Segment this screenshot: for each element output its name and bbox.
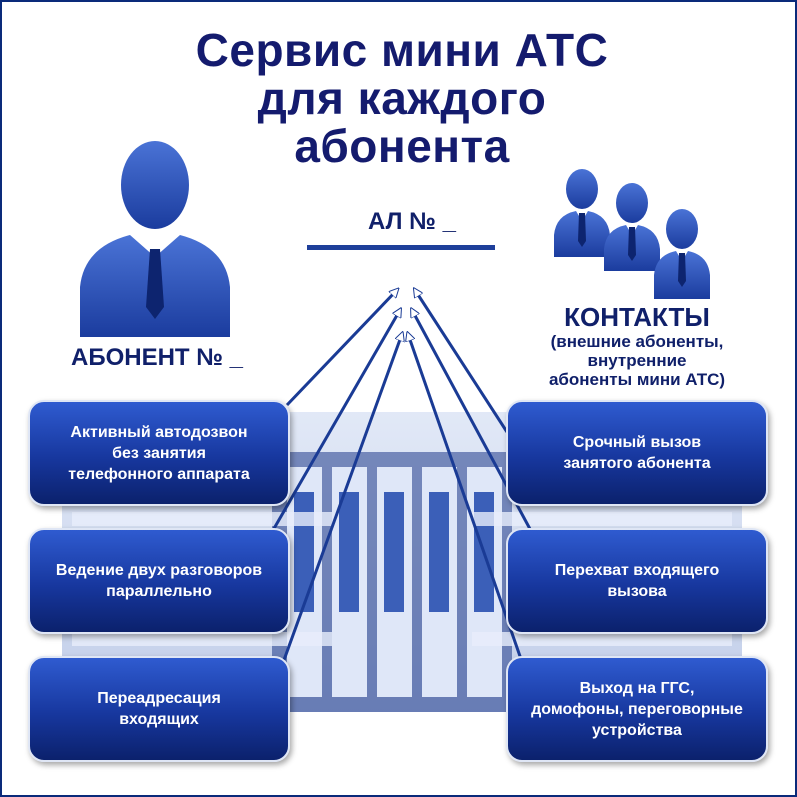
feature-label-line: домофоны, переговорные [531, 700, 743, 718]
feature-call-forwarding: Переадресация входящих [28, 656, 290, 762]
arrow-left-1 [285, 290, 397, 407]
feature-label-line: занятого абонента [563, 455, 711, 472]
feature-label-line: Ведение двух разговоров [55, 562, 263, 579]
feature-urgent-call: Срочный вызов занятого абонента [506, 400, 768, 506]
page-title: Сервис мини АТС для каждого абонента [102, 26, 702, 170]
subscriber-line-bar [307, 245, 495, 250]
contacts-group-icon [554, 169, 710, 299]
title-line-3: абонента [294, 120, 510, 172]
feature-label-line: параллельно [106, 583, 212, 600]
title-line-2: для каждого [257, 72, 547, 124]
subscriber-label: АБОНЕНТ № _ [70, 344, 244, 371]
arrow-right-1 [415, 290, 509, 433]
feature-label-line: входящих [119, 711, 199, 728]
contacts-desc-line-1: (внешние абоненты, [550, 332, 724, 351]
contacts-desc-line-2: внутренние [587, 351, 687, 370]
feature-label-line: Перехват входящего [554, 562, 720, 579]
feature-label-line: Активный автодозвон [70, 423, 248, 441]
arrow-right-3 [408, 334, 524, 663]
subscriber-person-icon [80, 141, 230, 337]
contacts-desc-line-3: абоненты мини АТС) [548, 370, 726, 389]
subscriber-line-label: АЛ № _ [368, 208, 456, 235]
feature-label-line: без занятия [112, 444, 206, 462]
feature-label-line: устройства [592, 721, 682, 739]
feature-intercom-access: Выход на ГГС, домофоны, переговорные уст… [506, 656, 768, 762]
arrow-left-2 [270, 310, 400, 533]
feature-auto-redial: Активный автодозвон без занятия телефонн… [28, 400, 290, 506]
feature-two-calls: Ведение двух разговоров параллельно [28, 528, 290, 634]
arrow-left-3 [282, 334, 402, 661]
feature-label-line: телефонного аппарата [68, 465, 250, 483]
title-line-1: Сервис мини АТС [195, 24, 609, 76]
feature-label-line: Срочный вызов [572, 434, 702, 451]
feature-label-line: вызова [607, 583, 667, 600]
contacts-description: (внешние абоненты, внутренние абоненты м… [512, 332, 762, 389]
feature-label-line: Выход на ГГС, [579, 679, 695, 697]
feature-label-line: Переадресация [97, 690, 221, 707]
contacts-title: КОНТАКТЫ [564, 302, 710, 332]
feature-call-pickup: Перехват входящего вызова [506, 528, 768, 634]
